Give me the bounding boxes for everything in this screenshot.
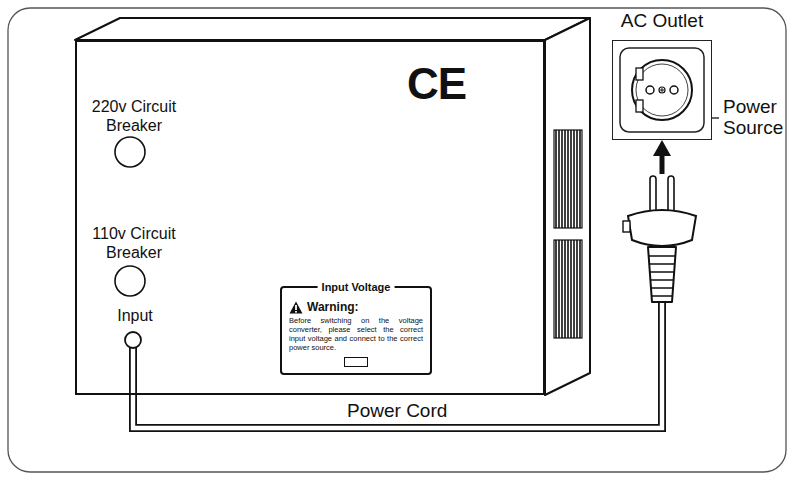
breaker-button — [115, 137, 145, 167]
plug-body — [628, 210, 696, 246]
vent-slots — [554, 130, 582, 338]
outlet-socket-rim — [636, 64, 688, 116]
ground-clip — [636, 100, 643, 112]
cord-label: Power Cord — [344, 400, 450, 422]
vent-group — [556, 240, 580, 338]
input-socket — [125, 332, 141, 348]
leader-line — [712, 117, 719, 118]
ground-clip — [636, 68, 643, 80]
converter-housing: 220v Circuit Breaker 110v Circuit Breaker… — [75, 40, 545, 395]
breaker-button — [115, 266, 145, 296]
housing-top-face — [75, 18, 590, 40]
outer-frame — [8, 8, 786, 472]
ce-mark: CE — [407, 62, 487, 106]
triangle-shape — [290, 301, 303, 313]
socket-screw-cross — [660, 88, 664, 92]
plug-ground-clip — [623, 221, 630, 232]
socket-screw — [659, 87, 665, 93]
input-label: Input — [105, 306, 165, 325]
voltage-indicator-window — [344, 357, 368, 367]
warning-text: Before switching on the voltage converte… — [289, 316, 423, 352]
plug-prong — [650, 176, 656, 216]
plug-strain-relief — [648, 247, 676, 302]
breaker-label: 220v Circuit Breaker — [79, 97, 189, 135]
outlet-plate — [620, 48, 704, 132]
wall-outlet — [620, 48, 704, 132]
insert-arrow-shaft — [660, 154, 665, 174]
side-label: Power Source — [723, 96, 789, 138]
warning-title: Input Voltage — [318, 280, 395, 294]
ac-outlet: AC Outlet — [612, 40, 712, 140]
exclamation-bar — [295, 305, 297, 310]
arrow-head — [653, 140, 671, 156]
socket-hole — [646, 86, 654, 94]
power-plug — [623, 176, 696, 302]
warning-triangle — [289, 301, 303, 314]
warning-label-box: Input VoltageWarning:Before switching on… — [280, 286, 432, 375]
outlet-heading: AC Outlet — [618, 10, 706, 32]
vent-outline — [554, 240, 582, 338]
warning-heading: Warning: — [307, 300, 359, 314]
strain-relief-ribs — [649, 256, 675, 296]
plug-prong — [668, 176, 674, 216]
vent-group — [556, 130, 580, 228]
outlet-socket — [632, 60, 692, 120]
socket-hole — [670, 86, 678, 94]
exclamation-dot — [295, 311, 297, 313]
housing-side-face — [545, 18, 590, 395]
vent-outline — [554, 130, 582, 228]
warning-row: Warning: — [289, 300, 423, 314]
breaker-label: 110v Circuit Breaker — [79, 224, 189, 262]
power-cord-connector — [133, 140, 671, 428]
